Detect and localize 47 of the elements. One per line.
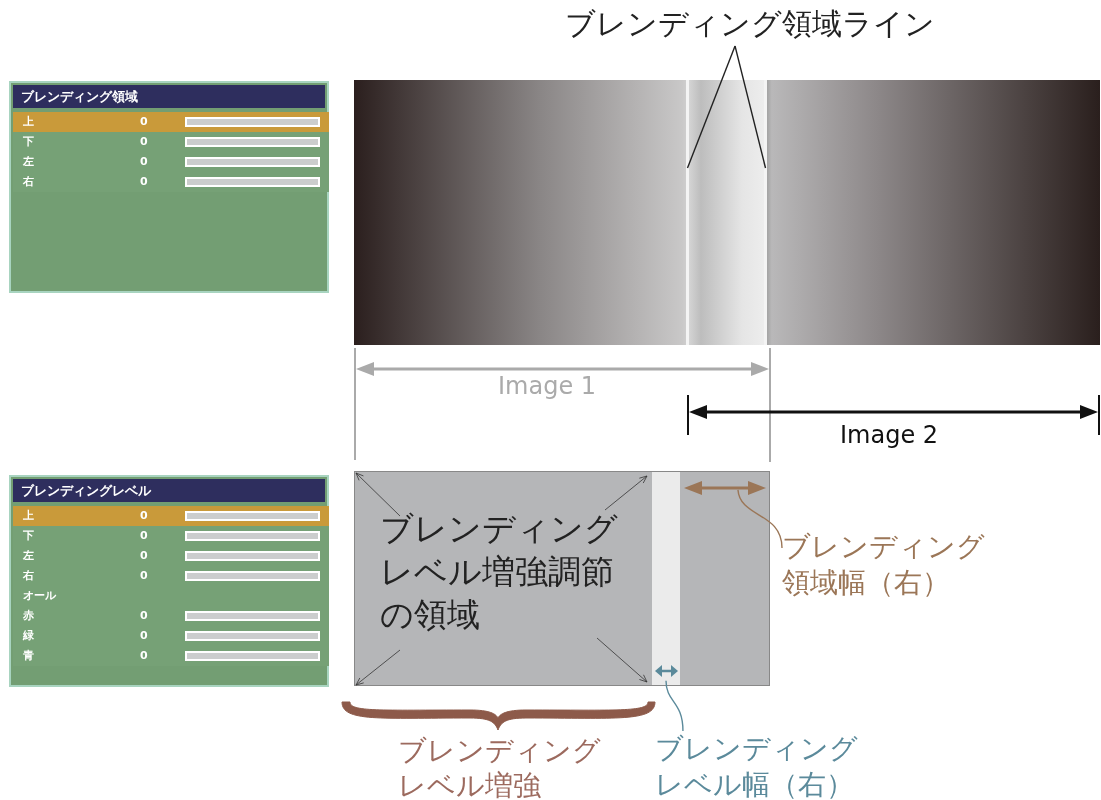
dimension-label: Image 1 <box>498 371 597 401</box>
menu-item-label: オール <box>23 589 56 603</box>
blend-line <box>686 80 689 345</box>
leader-line <box>737 489 783 549</box>
menu-item-label: 下 <box>23 135 34 149</box>
menu-item-label: 青 <box>23 649 34 663</box>
callout-text: ブレンディングレベル幅（右） <box>655 731 870 800</box>
menu-item-label: 赤 <box>23 609 34 623</box>
dimension-label: Image 2 <box>840 420 939 450</box>
menu-item-value: 0 <box>140 609 148 623</box>
menu-item-value: 0 <box>140 155 148 169</box>
picture <box>354 80 1100 345</box>
blend-region <box>680 471 770 686</box>
leader-line <box>665 679 684 732</box>
menu-item-value: 0 <box>140 175 148 189</box>
menu-item-label: 左 <box>23 155 34 169</box>
menu-item-value: 0 <box>140 135 148 149</box>
menu-panel <box>9 475 329 687</box>
blend-region <box>652 471 680 686</box>
menu-item-label: 上 <box>23 115 34 129</box>
menu-item-value: 0 <box>140 549 148 563</box>
callout-text: ブレンディング領域ライン <box>530 4 970 43</box>
menu-item-label: 上 <box>23 509 34 523</box>
menu-title: ブレンディングレベル <box>13 479 325 502</box>
menu-title: ブレンディング領域 <box>13 85 325 108</box>
menu-item-value: 0 <box>140 569 148 583</box>
region-text: ブレンディングレベル増強調節の領域 <box>380 508 619 636</box>
menu-row-selected <box>13 506 329 526</box>
leader-line <box>686 45 736 169</box>
blend-line <box>764 80 767 345</box>
leader-line <box>734 45 767 169</box>
curly-brace <box>342 700 655 731</box>
menu-item-value: 0 <box>140 649 148 663</box>
menu-item-value: 0 <box>140 509 148 523</box>
menu-row-selected <box>13 112 329 132</box>
menu-item-label: 右 <box>23 175 34 189</box>
menu-panel <box>9 81 329 293</box>
menu-item-label: 緑 <box>23 629 34 643</box>
menu-item-value: 0 <box>140 115 148 129</box>
blend-region <box>354 471 652 686</box>
menu-item-value: 0 <box>140 629 148 643</box>
brace-label: ブレンディングレベル増強 <box>398 733 602 800</box>
menu-item-label: 下 <box>23 529 34 543</box>
menu-item-label: 左 <box>23 549 34 563</box>
callout-text: ブレンディング領域幅（右） <box>782 529 992 602</box>
menu-item-value: 0 <box>140 529 148 543</box>
menu-item-label: 右 <box>23 569 34 583</box>
